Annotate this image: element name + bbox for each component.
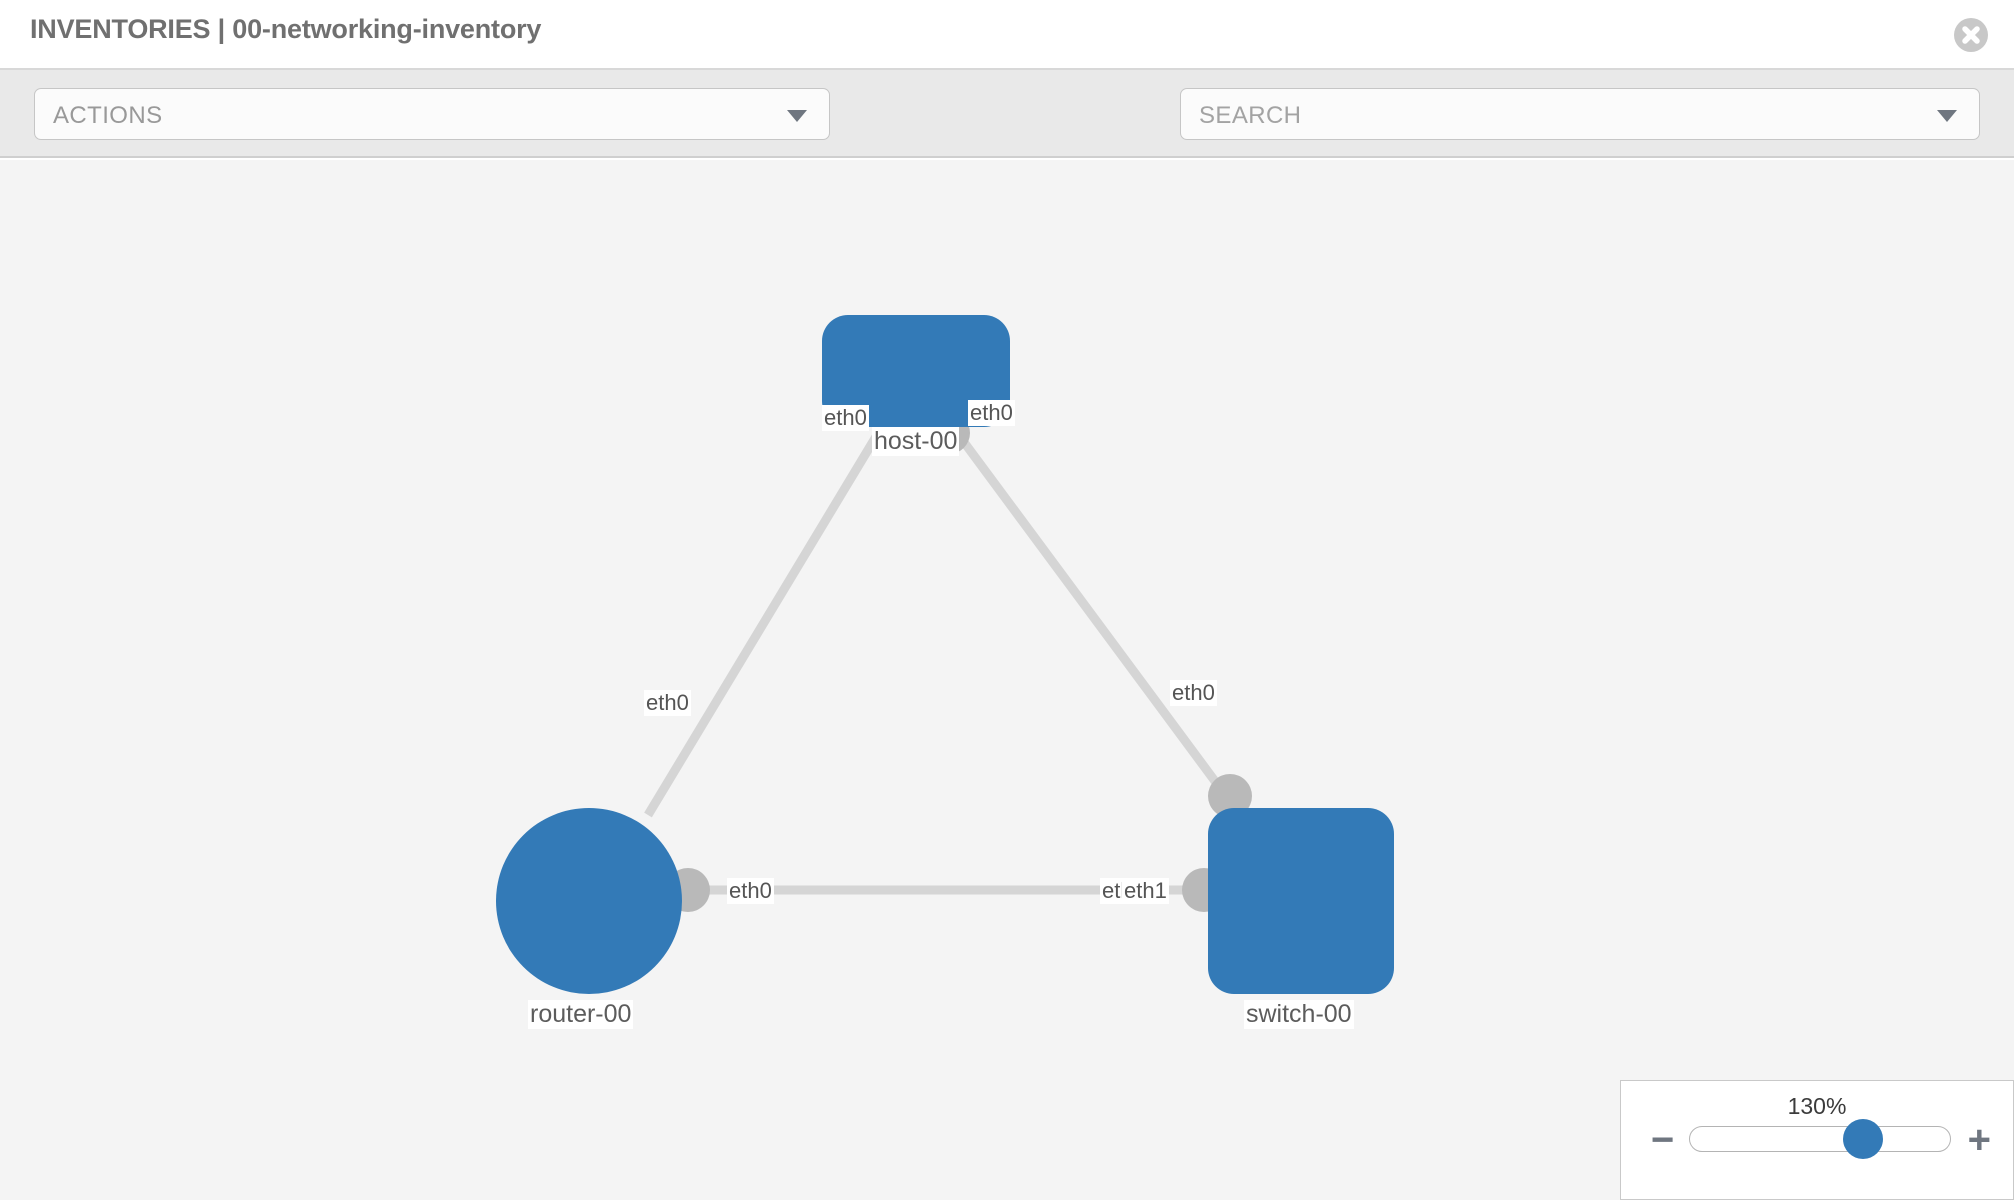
zoom-control-panel: 130% − + [1620, 1080, 2014, 1200]
page-header: INVENTORIES | 00-networking-inventory [0, 0, 2014, 70]
topology-links [644, 427, 1244, 895]
link-label-switch-left: eth1 [1122, 878, 1169, 904]
search-input[interactable]: SEARCH [1180, 88, 1980, 140]
chevron-down-icon[interactable] [1937, 110, 1957, 122]
link-label-router-right: eth0 [727, 878, 774, 904]
node-router-shape [496, 808, 682, 994]
zoom-slider-thumb[interactable] [1843, 1119, 1883, 1159]
topology-canvas[interactable]: host-00 [0, 160, 2014, 1200]
link-label-switch-upper: eth0 [1170, 680, 1217, 706]
page-title: INVENTORIES | 00-networking-inventory [30, 14, 542, 44]
chevron-down-icon [787, 110, 807, 122]
zoom-out-button[interactable]: − [1651, 1118, 1675, 1162]
actions-dropdown-label: ACTIONS [53, 102, 163, 129]
link-label-router-upper: eth0 [644, 690, 691, 716]
link-label-host-left: eth0 [822, 405, 869, 431]
actions-dropdown[interactable]: ACTIONS [34, 88, 830, 140]
link-host-switch[interactable] [951, 427, 1244, 818]
zoom-in-button[interactable]: + [1967, 1118, 1991, 1162]
node-host-label: host-00 [872, 427, 960, 456]
close-icon[interactable] [1954, 18, 1988, 52]
zoom-percent-label: 130% [1787, 1093, 1847, 1119]
node-switch-shape [1208, 808, 1394, 994]
link-label-host-right: eth0 [968, 400, 1015, 426]
node-switch-label: switch-00 [1244, 1000, 1354, 1029]
toolbar: ACTIONS SEARCH [0, 70, 2014, 198]
link-host-router[interactable] [644, 427, 884, 818]
search-placeholder-label: SEARCH [1199, 102, 1302, 129]
zoom-slider-track[interactable] [1689, 1126, 1951, 1152]
node-router-label: router-00 [528, 1000, 634, 1029]
